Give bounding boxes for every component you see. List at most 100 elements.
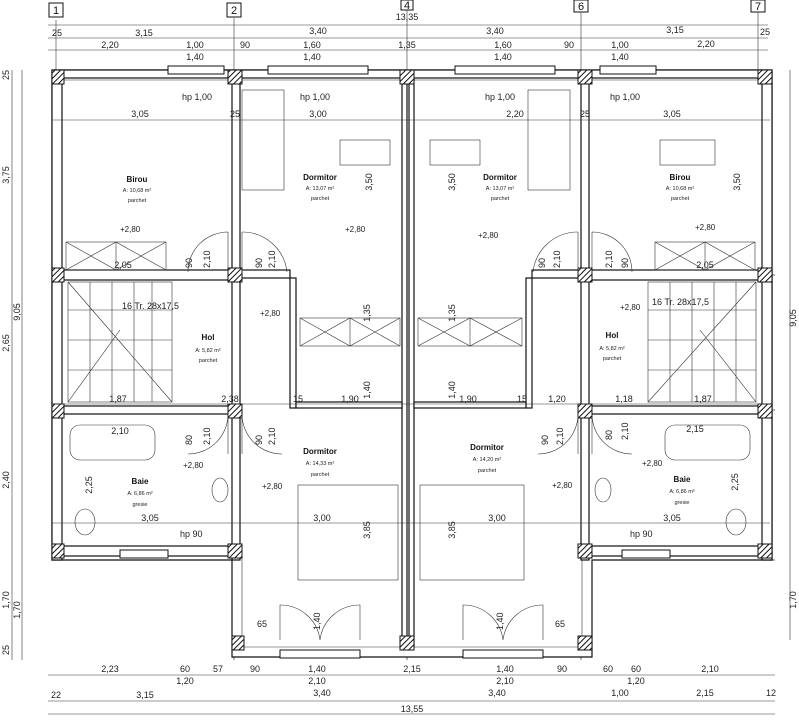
room-baie-right: Baie A: 6,86 m² gresie +2,80: [642, 459, 695, 506]
svg-text:3,50: 3,50: [732, 173, 742, 191]
svg-text:90: 90: [254, 435, 264, 445]
svg-text:1,40: 1,40: [495, 612, 505, 630]
top-dimensions: 13,35 25 3,15 3,40 3,40 3,15 25 2,20 1,0…: [48, 10, 770, 70]
svg-text:A: 13,07 m²: A: 13,07 m²: [486, 186, 515, 192]
svg-text:13,35: 13,35: [396, 12, 419, 22]
svg-text:1,87: 1,87: [109, 394, 127, 404]
svg-text:hp 1,00: hp 1,00: [300, 92, 330, 102]
svg-text:9,05: 9,05: [788, 309, 798, 327]
svg-text:6: 6: [578, 1, 584, 13]
axis-marker-7: 7: [750, 0, 766, 13]
room-birou-left: Birou A: 10,68 m² parchet +2,80: [120, 175, 151, 234]
svg-text:1,40: 1,40: [362, 381, 372, 399]
svg-text:25: 25: [580, 109, 590, 119]
svg-text:Baie: Baie: [674, 475, 691, 484]
axis-marker-2: 2: [226, 2, 242, 18]
svg-text:16 Tr. 28x17,5: 16 Tr. 28x17,5: [122, 301, 179, 311]
svg-text:A: 14,20 m²: A: 14,20 m²: [473, 457, 502, 463]
svg-text:3,15: 3,15: [136, 690, 154, 700]
svg-text:A: 5,82 m²: A: 5,82 m²: [195, 348, 221, 354]
svg-text:90: 90: [537, 258, 547, 268]
svg-text:90: 90: [240, 40, 250, 50]
svg-text:Baie: Baie: [132, 477, 149, 486]
room-dormitor-3: Dormitor A: 14,33 m² parchet +2,80: [262, 447, 337, 491]
svg-text:1,40: 1,40: [496, 664, 514, 674]
svg-text:2,10: 2,10: [496, 676, 514, 686]
svg-text:2,20: 2,20: [697, 39, 715, 49]
svg-text:A: 13,07 m²: A: 13,07 m²: [306, 186, 335, 192]
svg-text:2,25: 2,25: [84, 476, 94, 494]
svg-text:3,00: 3,00: [313, 513, 331, 523]
svg-text:1,35: 1,35: [398, 40, 416, 50]
svg-text:Birou: Birou: [670, 173, 691, 182]
svg-text:9,05: 9,05: [12, 303, 22, 321]
svg-text:3,05: 3,05: [141, 513, 159, 523]
svg-text:3,15: 3,15: [135, 28, 153, 38]
svg-text:22: 22: [51, 690, 61, 700]
svg-text:1,20: 1,20: [627, 676, 645, 686]
svg-text:1,18: 1,18: [615, 394, 633, 404]
svg-text:65: 65: [555, 619, 565, 629]
svg-text:2,65: 2,65: [1, 334, 11, 352]
svg-text:3,00: 3,00: [309, 109, 327, 119]
svg-text:+2,80: +2,80: [120, 225, 141, 234]
axis-marker-6: 6: [573, 0, 589, 13]
svg-text:3,75: 3,75: [1, 166, 11, 184]
svg-text:Hol: Hol: [606, 331, 619, 340]
svg-text:80: 80: [184, 435, 194, 445]
svg-text:1: 1: [53, 5, 59, 17]
svg-text:A: 6,86 m²: A: 6,86 m²: [127, 491, 153, 497]
svg-text:A: 5,82 m²: A: 5,82 m²: [599, 346, 625, 352]
svg-text:3,00: 3,00: [488, 513, 506, 523]
svg-text:parchet: parchet: [491, 196, 510, 202]
svg-text:parchet: parchet: [478, 468, 497, 474]
internal-dimensions: hp 1,00 hp 1,00 hp 1,00 hp 1,00 3,05 3,0…: [52, 92, 770, 630]
room-dormitor-2: Dormitor A: 13,07 m² parchet +2,80: [478, 173, 517, 240]
svg-text:13,55: 13,55: [401, 704, 424, 714]
svg-text:Dormitor: Dormitor: [483, 173, 517, 182]
axis-marker-1: 1: [48, 2, 64, 18]
svg-text:2,10: 2,10: [267, 250, 277, 268]
svg-text:25: 25: [1, 70, 11, 80]
svg-text:2,10: 2,10: [552, 250, 562, 268]
svg-text:A: 10,68 m²: A: 10,68 m²: [123, 188, 152, 194]
svg-text:2,25: 2,25: [730, 473, 740, 491]
svg-text:57: 57: [213, 664, 223, 674]
svg-text:1,00: 1,00: [186, 40, 204, 50]
svg-text:2,10: 2,10: [620, 422, 630, 440]
svg-text:2,38: 2,38: [221, 394, 239, 404]
svg-text:1,60: 1,60: [494, 40, 512, 50]
svg-text:65: 65: [257, 619, 267, 629]
svg-text:3,05: 3,05: [663, 513, 681, 523]
svg-text:1,00: 1,00: [611, 688, 629, 698]
svg-text:1,70: 1,70: [1, 591, 11, 609]
svg-text:A: 10,68 m²: A: 10,68 m²: [666, 186, 695, 192]
svg-text:hp 90: hp 90: [180, 529, 203, 539]
svg-text:1,40: 1,40: [186, 52, 204, 62]
svg-text:Birou: Birou: [127, 175, 148, 184]
svg-text:2,10: 2,10: [308, 676, 326, 686]
svg-text:90: 90: [557, 664, 567, 674]
svg-text:3,40: 3,40: [309, 26, 327, 36]
svg-text:A: 14,33 m²: A: 14,33 m²: [306, 461, 335, 467]
right-dimensions: 9,05 1,70: [788, 70, 798, 640]
svg-text:60: 60: [631, 664, 641, 674]
walls: [51, 69, 773, 658]
svg-text:+2,80: +2,80: [695, 223, 716, 232]
svg-text:3,85: 3,85: [362, 521, 372, 539]
svg-text:90: 90: [620, 258, 630, 268]
svg-text:hp 1,00: hp 1,00: [485, 92, 515, 102]
left-dimensions: 25 3,75 2,65 2,40 1,70 25 9,05 1,70: [1, 70, 23, 660]
staircase-left: [67, 281, 173, 403]
svg-text:Dormitor: Dormitor: [303, 173, 337, 182]
svg-text:1,40: 1,40: [494, 52, 512, 62]
svg-text:15: 15: [293, 394, 303, 404]
svg-text:+2,80: +2,80: [620, 303, 641, 312]
svg-text:1,35: 1,35: [362, 304, 372, 322]
svg-text:2,10: 2,10: [267, 427, 277, 445]
room-birou-right: Birou A: 10,68 m² parchet +2,80: [666, 173, 716, 232]
svg-text:1,40: 1,40: [303, 52, 321, 62]
svg-text:1,40: 1,40: [312, 612, 322, 630]
svg-text:1,20: 1,20: [176, 676, 194, 686]
svg-text:gresie: gresie: [133, 502, 148, 508]
